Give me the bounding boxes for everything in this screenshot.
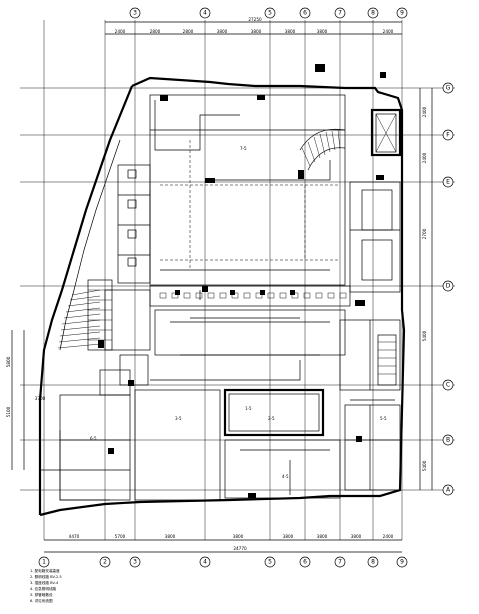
axis-label: 3 — [133, 10, 137, 17]
dimension-span: 2400 — [422, 152, 427, 163]
dimension-total: 24770 — [233, 546, 247, 551]
bottom-axis-bubbles: 1 2 3 4 5 6 7 8 9 — [38, 556, 408, 568]
dimension-span: 4470 — [69, 534, 80, 539]
dimension-span: 5700 — [115, 534, 126, 539]
wiring-runs — [40, 100, 395, 501]
outer-walls — [38, 76, 406, 517]
axis-label: F — [446, 132, 450, 139]
dimension-span: 5400 — [422, 460, 427, 471]
electrical-panels — [98, 64, 386, 498]
axis-label: E — [446, 179, 450, 186]
dimension-span: 3800 — [165, 534, 176, 539]
dimension-span: 5800 — [6, 356, 11, 367]
room-label: 3-5 — [175, 416, 182, 421]
axis-label: 7 — [338, 559, 342, 566]
dimension-span: 3800 — [285, 29, 296, 34]
axis-label: 5 — [268, 10, 272, 17]
legend-notes: 1. 配电箱安装高度 2. 照明线路 BV-2.5 3. 插座线路 BV-4 4… — [30, 568, 62, 603]
dimension-span: 3800 — [317, 29, 328, 34]
dimension-span: 2400 — [383, 534, 394, 539]
axis-label: 1 — [42, 559, 46, 566]
axis-label: C — [446, 382, 450, 389]
axis-label: 4 — [203, 10, 207, 17]
axis-label: A — [446, 487, 451, 494]
interior-partitions — [59, 94, 401, 501]
dimension-span: 5400 — [422, 330, 427, 341]
dimension-span: 3800 — [217, 29, 228, 34]
dimension-span: 2400 — [115, 29, 126, 34]
room-label: 4-5 — [282, 474, 289, 479]
axis-label: 2 — [103, 559, 107, 566]
legend-line: 6. 详见系统图 — [30, 598, 53, 603]
room-label: 2-5 — [268, 416, 275, 421]
dimension-span: 3800 — [317, 534, 328, 539]
axis-label: 6 — [303, 559, 307, 566]
legend-line: 5. 穿管暗敷设 — [30, 592, 53, 597]
dimension-span: 5100 — [6, 406, 11, 417]
light-fixtures — [159, 292, 347, 299]
right-axis-bubbles: G F E D C B A — [442, 82, 454, 496]
dimension-total: 27250 — [248, 17, 262, 22]
room-label: 7-5 — [240, 146, 247, 151]
axis-label: 4 — [203, 559, 207, 566]
room-label: 1-5 — [245, 406, 252, 411]
bottom-dimensions: 24770 4470 5700 3800 3800 3800 3800 3800… — [44, 534, 402, 553]
right-dimensions: 2400 2400 2700 5400 5400 — [419, 88, 433, 490]
dimension-span: 2400 — [383, 29, 394, 34]
axis-label: D — [446, 283, 451, 290]
legend-line: 4. 应急照明线路 — [30, 586, 57, 591]
dimension-span: 2800 — [183, 29, 194, 34]
axis-label: 9 — [400, 10, 404, 17]
dimension-span: 3800 — [351, 534, 362, 539]
axis-label: 8 — [371, 559, 375, 566]
axis-label: G — [446, 85, 451, 92]
legend-line: 1. 配电箱安装高度 — [30, 568, 60, 573]
room-labels: 1-5 2-5 3-5 4-5 5-5 6-5 7-5 — [90, 146, 387, 479]
top-dimensions: 27250 2400 2800 2800 3800 3800 3800 3800… — [105, 17, 402, 35]
room-label: 6-5 — [90, 436, 97, 441]
dimension-span: 3800 — [233, 534, 244, 539]
legend-line: 2. 照明线路 BV-2.5 — [30, 574, 62, 579]
dimension-span: 3800 — [283, 534, 294, 539]
axis-label: 5 — [268, 559, 272, 566]
axis-label: 8 — [371, 10, 375, 17]
stairs — [57, 113, 397, 351]
dimension-span: 2400 — [422, 106, 427, 117]
dimension-span: 3800 — [251, 29, 262, 34]
room-label: 5-5 — [380, 416, 387, 421]
axis-label: 7 — [338, 10, 342, 17]
dimension-span: 2800 — [150, 29, 161, 34]
axis-label: 6 — [303, 10, 307, 17]
axis-label: 9 — [400, 559, 404, 566]
axis-label: B — [446, 437, 450, 444]
dimension-span: 2700 — [422, 228, 427, 239]
top-axis-bubbles: 3 4 5 6 7 8 9 — [129, 7, 408, 19]
legend-line: 3. 插座线路 BV-4 — [30, 580, 59, 585]
axis-label: 3 — [133, 559, 137, 566]
